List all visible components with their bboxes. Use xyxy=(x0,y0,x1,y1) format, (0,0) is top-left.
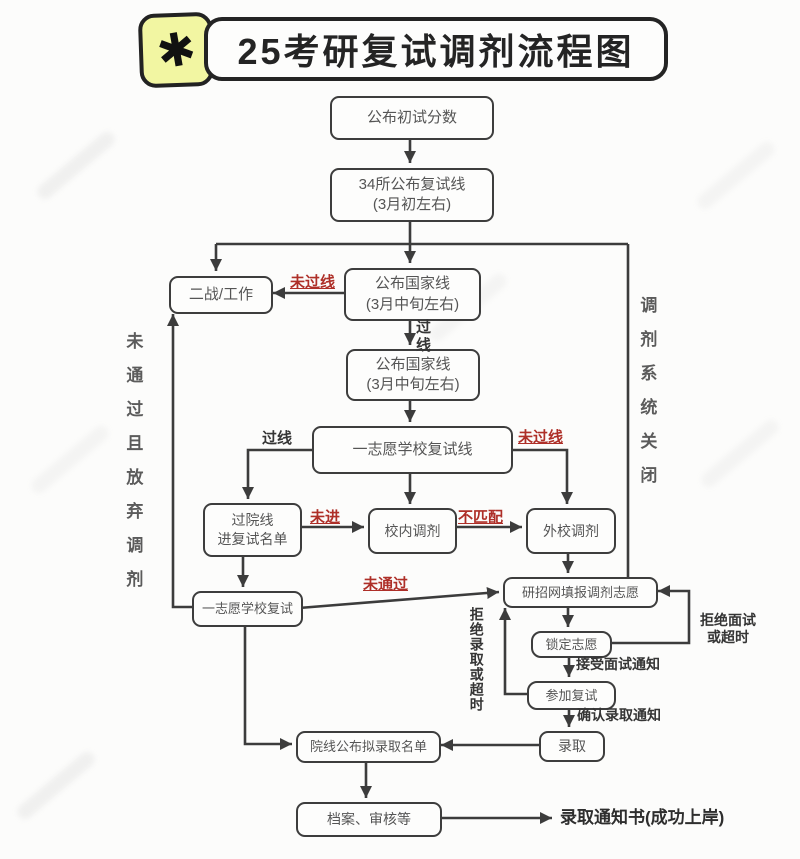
label-not-pass-left: 未过线 xyxy=(290,274,336,291)
node-fill-adjust: 研招网填报调剂志愿 xyxy=(503,577,658,608)
label-confirm-admission: 确认录取通知 xyxy=(577,707,661,723)
node-admit-list: 院线公布拟录取名单 xyxy=(296,731,441,763)
node-internal-adjust: 校内调剂 xyxy=(368,508,457,554)
asterisk-icon: ✱ xyxy=(152,21,200,79)
node-lock-choice: 锁定志愿 xyxy=(531,631,612,658)
star-badge: ✱ xyxy=(137,11,215,89)
node-pass-school-line: 过院线 进复试名单 xyxy=(203,503,302,557)
node-attend-retest: 参加复试 xyxy=(527,681,616,710)
edge-retest-to-list xyxy=(243,623,292,750)
node-external-adjust: 外校调剂 xyxy=(526,508,616,554)
node-first-choice-retest: 一志愿学校复试 xyxy=(192,591,303,627)
edge-attend-loop-to-fill xyxy=(499,608,527,696)
label-pass-vertical: 过 线 xyxy=(416,319,432,354)
label-final-result: 录取通知书(成功上岸) xyxy=(560,808,725,827)
label-reject-admission: 拒绝录取或超时 xyxy=(468,607,485,712)
node-34-line: 34所公布复试线 (3月初左右) xyxy=(330,168,494,222)
label-pass-line: 过线 xyxy=(262,430,293,447)
edge-lock-loop-to-fill xyxy=(608,585,691,645)
edge-firstline-to-external xyxy=(509,448,573,504)
node-admitted: 录取 xyxy=(539,731,605,762)
node-national-line-2: 公布国家线 (3月中旬左右) xyxy=(346,349,480,401)
label-not-pass-right: 未过线 xyxy=(518,429,564,446)
label-reject-interview: 拒绝面试 或超时 xyxy=(700,612,756,645)
node-second-try: 二战/工作 xyxy=(169,276,273,314)
label-mismatch: 不匹配 xyxy=(458,509,504,526)
page-title: 25考研复试调剂流程图 xyxy=(237,31,635,72)
node-publish-scores: 公布初试分数 xyxy=(330,96,494,140)
label-not-passed: 未通过 xyxy=(363,576,409,593)
node-first-choice-line: 一志愿学校复试线 xyxy=(312,426,513,474)
node-archives: 档案、审核等 xyxy=(296,802,442,837)
edge-firstline-to-passlist xyxy=(242,448,312,499)
node-national-line-1: 公布国家线 (3月中旬左右) xyxy=(344,268,481,321)
title-box: 25考研复试调剂流程图 xyxy=(204,17,668,81)
label-accept-interview: 接受面试通知 xyxy=(576,656,660,672)
side-note-right: 调剂系统关闭 xyxy=(637,296,657,500)
edge-retest-to-fill xyxy=(298,586,500,610)
side-note-left: 未通过且放弃调剂 xyxy=(123,332,143,604)
label-not-in: 未进 xyxy=(310,509,341,526)
edge-retest-to-secondtry xyxy=(167,314,192,609)
